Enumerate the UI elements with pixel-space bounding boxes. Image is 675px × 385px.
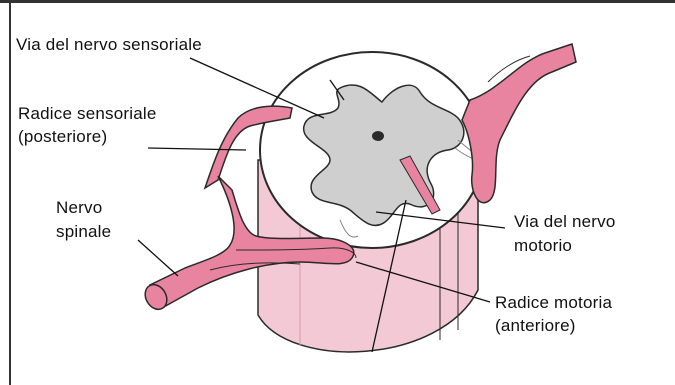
label-sensory-root-line1: Radice sensoriale <box>18 103 157 124</box>
label-motor-root-line2: (anteriore) <box>495 315 576 336</box>
leader-spinal-nerve <box>138 240 178 276</box>
label-spinal-nerve-line2: spinale <box>56 221 111 242</box>
leader-sensory-root <box>148 148 246 150</box>
label-sensory-path: Via del nervo sensoriale <box>16 34 202 55</box>
label-motor-path-line1: Via del nervo <box>514 211 616 232</box>
central-canal <box>372 131 384 141</box>
label-sensory-root-line2: (posteriore) <box>18 126 107 147</box>
right-nerve-roots <box>462 44 576 203</box>
label-spinal-nerve-line1: Nervo <box>56 197 102 218</box>
label-motor-root-line1: Radice motoria <box>495 292 612 313</box>
label-motor-path-line2: motorio <box>514 235 572 256</box>
